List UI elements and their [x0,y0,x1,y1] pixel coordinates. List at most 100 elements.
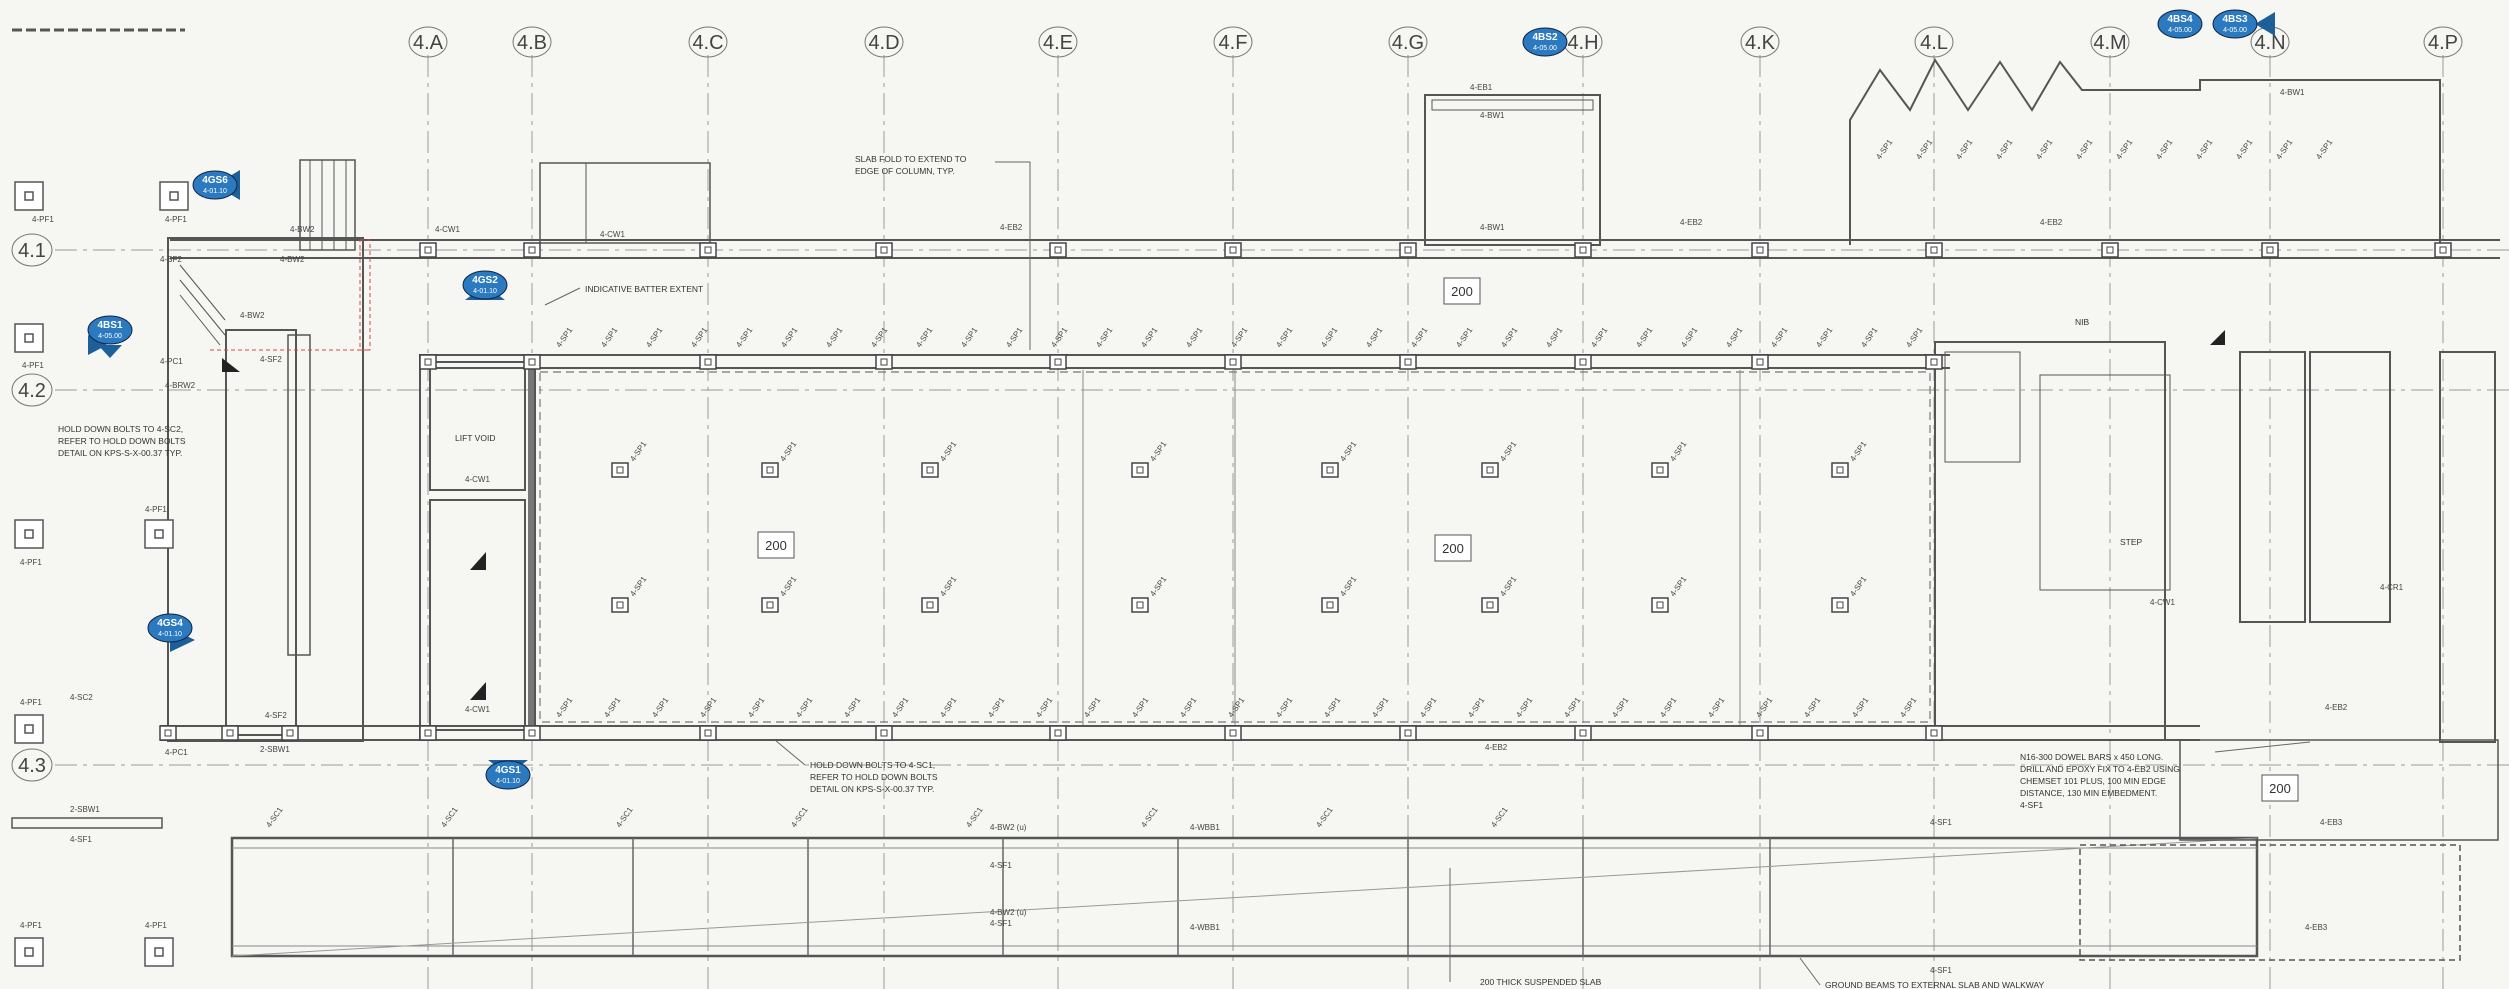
svg-text:GROUND BEAMS TO EXTERNAL SLAB: GROUND BEAMS TO EXTERNAL SLAB AND WALKWA… [1825,980,2044,989]
lift-core [419,354,536,741]
beam-tag: 4-SP1 [1679,325,1699,349]
svg-text:DETAIL ON KPS-S-X-00.37 TYP.: DETAIL ON KPS-S-X-00.37 TYP. [58,448,182,458]
grid-bubble-4.1: 4.1 [11,233,53,267]
svg-text:200 THICK SUSPENDED SLAB: 200 THICK SUSPENDED SLAB [1480,977,1602,987]
svg-text:4-EB2: 4-EB2 [2325,703,2348,712]
beam-tag: 4-SP1 [644,325,664,349]
beam-tag: 4-SP1 [599,325,619,349]
beam-tag: 4-SP1 [602,695,622,719]
beam-tag: 4-SP1 [890,695,910,719]
column-core [766,466,774,474]
svg-text:4BS1: 4BS1 [97,320,122,331]
column-marker [875,242,893,258]
beam-tag: 4-SP1 [1148,574,1168,598]
step-label: STEP [2120,537,2143,547]
svg-text:SLAB FOLD TO EXTEND TO: SLAB FOLD TO EXTEND TO [855,154,967,164]
svg-text:200: 200 [1451,284,1473,299]
column-core [2439,246,2447,254]
column-marker [1751,725,1769,741]
beam-tag: 4-SP1 [778,574,798,598]
column-core [766,601,774,609]
svg-text:4-01.10: 4-01.10 [158,631,182,638]
svg-text:4.M: 4.M [2093,32,2126,54]
column-core [1656,601,1664,609]
beam-tag: 4-SC1 [614,805,635,829]
svg-text:DETAIL ON KPS-S-X-00.37 TYP.: DETAIL ON KPS-S-X-00.37 TYP. [810,784,934,794]
svg-text:4-PF1: 4-PF1 [145,921,167,930]
svg-text:4GS2: 4GS2 [472,275,498,286]
beam-tag: 4-SP1 [734,325,754,349]
interior-framing [1082,370,1741,725]
beam-tag: 4-SP1 [1848,439,1868,463]
drawing-notes: SLAB FOLD TO EXTEND TO EDGE OF COLUMN, T… [58,154,2311,989]
column-core [164,729,172,737]
grid-bubble-4H: 4.H [1563,26,1603,58]
beam-tag: 4-SP1 [1634,325,1654,349]
beam-tag: 4-SP1 [794,695,814,719]
beam-tag: 4-SP1 [1514,695,1534,719]
column-core [226,729,234,737]
svg-text:4-PC1: 4-PC1 [165,748,188,757]
column-marker [1321,597,1339,613]
beam-tag: 4-SP1 [1994,137,2014,161]
lower-band-dividers [231,837,2258,957]
beam-tag: 4-SP1 [1319,325,1339,349]
column-marker [699,725,717,741]
column-markers [159,242,2452,741]
svg-text:4-PF1: 4-PF1 [145,505,167,514]
note-hold-down-4sc2: HOLD DOWN BOLTS TO 4-SC2, REFER TO HOLD … [58,424,186,458]
svg-text:4-BW1: 4-BW1 [2280,88,2305,97]
column-core [880,729,888,737]
column-marker [1049,725,1067,741]
svg-text:2-SBW1: 2-SBW1 [260,745,290,754]
beam-tag: 4-SC1 [264,805,285,829]
svg-text:DRILL AND EPOXY FIX TO 4-EB2 U: DRILL AND EPOXY FIX TO 4-EB2 USING [2020,764,2180,774]
svg-text:4GS6: 4GS6 [202,175,228,186]
column-core [1326,601,1334,609]
column-core [1756,358,1764,366]
svg-text:4-BW1: 4-BW1 [1480,223,1505,232]
svg-text:4-05.00: 4-05.00 [2223,27,2247,34]
beam-tag: 4-SP1 [1498,574,1518,598]
beam-tag: 4-SC1 [1139,805,1160,829]
column-marker [1831,597,1849,613]
svg-text:4.B: 4.B [517,32,547,54]
svg-text:4-01.10: 4-01.10 [203,188,227,195]
beam-tag: 4-SP1 [2114,137,2134,161]
beam-tag: 4-SP1 [1668,574,1688,598]
column-core [528,358,536,366]
beam-tag: 4-SP1 [1370,695,1390,719]
svg-text:4-BRW2: 4-BRW2 [165,381,196,390]
beam-tag: 4-SP1 [1004,325,1024,349]
beam-tag: 4-SP1 [779,325,799,349]
beam-tag: 4-SP1 [1364,325,1384,349]
grid-bubble-4D: 4.D [864,26,904,58]
column-marker [1049,354,1067,370]
beam-tag: 4-SP1 [2034,137,2054,161]
beam-tag: 4-SP1 [2314,137,2334,161]
svg-text:EDGE OF COLUMN, TYP.: EDGE OF COLUMN, TYP. [855,166,955,176]
beam-tag: 4-SP1 [986,695,1006,719]
svg-text:4-EB2: 4-EB2 [2040,218,2063,227]
column-marker [921,462,939,478]
column-core [704,358,712,366]
column-core [1836,601,1844,609]
beam-tag: 4-SP1 [1274,325,1294,349]
grid-bubble-4P: 4.P [2423,26,2463,58]
svg-text:4.3: 4.3 [18,755,46,777]
strip-footing: 2-SBW1 4-SF1 [11,805,163,844]
column-marker [2434,242,2452,258]
right-structures [1424,58,2499,961]
beam-tag: 4-SP1 [1466,695,1486,719]
svg-text:4.P: 4.P [2428,32,2458,54]
column-core [880,246,888,254]
beam-tag: 4-SP1 [778,439,798,463]
svg-text:4.N: 4.N [2254,32,2285,54]
beam-tag: 4-SP1 [1226,695,1246,719]
column-marker [1574,354,1592,370]
column-core [1404,729,1412,737]
column-core [1054,358,1062,366]
svg-text:4-BW2: 4-BW2 [240,311,265,320]
